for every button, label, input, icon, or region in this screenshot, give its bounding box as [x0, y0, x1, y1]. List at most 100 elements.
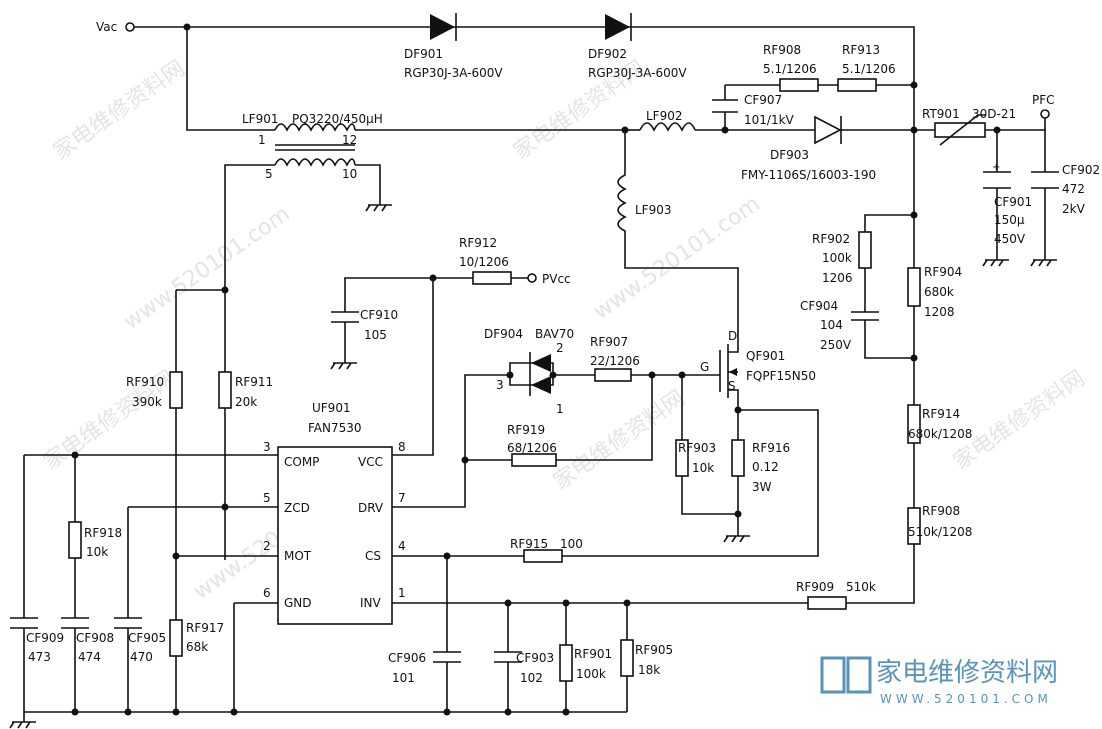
- capacitor-cf901: +: [983, 162, 1011, 189]
- value-rf914: 680k/1208: [908, 427, 972, 441]
- resistor-rf904: [907, 267, 921, 307]
- label-rf908-bottom: RF908: [922, 504, 960, 518]
- value-df901: RGP30J-3A-600V: [404, 66, 503, 80]
- junction-dot: [993, 126, 1001, 134]
- pin-num-mot: 2: [263, 539, 271, 553]
- pin-name-gnd: GND: [284, 596, 312, 610]
- pin-name-vcc: VCC: [358, 455, 383, 469]
- value-rf910: 390k: [132, 395, 162, 409]
- label-lf903: LF903: [635, 203, 672, 217]
- value-rf908-top: 5.1/1206: [763, 62, 817, 76]
- value-rf905: 18k: [638, 663, 660, 677]
- value-rf903: 10k: [692, 461, 714, 475]
- value2-rf902: 1206: [822, 271, 853, 285]
- label-cf906: CF906: [388, 651, 426, 665]
- value-df904: BAV70: [535, 327, 574, 341]
- value-lf901: PQ3220/450μH: [292, 112, 383, 126]
- value-rt901: 30D-21: [972, 107, 1016, 121]
- value-rf904: 680k: [924, 285, 954, 299]
- site-logo: 家电维修资料网 WWW.520101.COM: [820, 656, 1058, 706]
- value-df903: FMY-1106S/16003-190: [741, 168, 876, 182]
- resistor-rf912: [472, 271, 512, 285]
- logo-text-cn: 家电维修资料网: [876, 658, 1058, 688]
- label-df904: DF904: [484, 327, 523, 341]
- resistor-rf907: [594, 368, 632, 382]
- capacitor-cf903: [494, 603, 522, 712]
- inductor-lf902: [639, 122, 696, 132]
- value2-cf901: 450V: [994, 232, 1026, 246]
- pin-num-gnd: 6: [263, 586, 271, 600]
- value-uf901: FAN7530: [308, 421, 362, 435]
- label-cf903: CF903: [516, 651, 554, 665]
- value-qf901: FQPF15N50: [746, 369, 816, 383]
- resistor-rf913: [837, 78, 877, 92]
- pin-df904-1: 1: [556, 402, 564, 416]
- label-rf913: RF913: [842, 43, 880, 57]
- label-rf919: RF919: [507, 423, 545, 437]
- label-rf916: RF916: [752, 441, 790, 455]
- resistor-rf905: [620, 639, 634, 677]
- node-label-vac: Vac: [96, 20, 117, 34]
- top-wiring: [134, 26, 1046, 270]
- label-cf904: CF904: [800, 299, 838, 313]
- watermark-url: www.520101.com: [119, 201, 295, 334]
- value2-cf902: 2kV: [1062, 202, 1086, 216]
- resistor-rf902: [858, 231, 872, 269]
- value-cf902: 472: [1062, 182, 1085, 196]
- capacitor-cf902: [1031, 171, 1059, 189]
- thermistor-rt901: [934, 114, 986, 146]
- value-rf911: 20k: [235, 395, 257, 409]
- resistor-rf909: [807, 596, 847, 610]
- label-rf902: RF902: [812, 232, 850, 246]
- label-rf908-top: RF908: [763, 43, 801, 57]
- resistor-rf915: [523, 549, 563, 563]
- label-cf905: CF905: [128, 631, 166, 645]
- pin-num-cs: 4: [398, 539, 406, 553]
- label-rf915: RF915: [510, 537, 548, 551]
- diode-df902: [605, 13, 632, 41]
- value-rf901: 100k: [576, 667, 606, 681]
- label-rf914: RF914: [922, 407, 960, 421]
- value-rf902: 100k: [822, 251, 852, 265]
- value-cf906: 101: [392, 671, 415, 685]
- inductor-lf903: [617, 130, 739, 330]
- pin-name-comp: COMP: [284, 455, 319, 469]
- value-cf904: 104: [820, 318, 843, 332]
- svg-text:+: +: [992, 162, 1000, 173]
- label-df901: DF901: [404, 47, 443, 61]
- label-lf901: LF901: [242, 112, 279, 126]
- pin-name-inv: INV: [360, 596, 382, 610]
- pin-lf901-1: 1: [258, 133, 266, 147]
- ground-symbol: [982, 259, 1057, 267]
- pin-qf901-s: S: [728, 379, 736, 393]
- label-qf901: QF901: [746, 349, 785, 363]
- label-rf917: RF917: [186, 621, 224, 635]
- value-cf907: 101/1kV: [744, 113, 795, 127]
- label-rf903: RF903: [678, 441, 716, 455]
- wire-gnd: [233, 602, 278, 712]
- label-rf905: RF905: [635, 643, 673, 657]
- junction-dot: [910, 126, 918, 134]
- transformer-lf901: [224, 123, 392, 560]
- label-rf910: RF910: [126, 375, 164, 389]
- diode-df904: [509, 352, 554, 396]
- value2-cf904: 250V: [820, 338, 852, 352]
- label-rt901: RT901: [922, 107, 960, 121]
- junction-dot: [910, 81, 918, 89]
- label-df903: DF903: [770, 148, 809, 162]
- value-rf916: 0.12: [752, 460, 779, 474]
- pin-num-drv: 7: [398, 491, 406, 505]
- label-cf907: CF907: [744, 93, 782, 107]
- label-rf918: RF918: [84, 526, 122, 540]
- label-rf909: RF909: [796, 580, 834, 594]
- value-rf908-bottom: 510k/1208: [908, 525, 972, 539]
- value-cf910: 105: [364, 328, 387, 342]
- capacitor-cf907: [712, 99, 738, 113]
- pin-lf901-10: 10: [342, 167, 357, 181]
- value-rf909: 510k: [846, 580, 876, 594]
- pin-num-inv: 1: [398, 586, 406, 600]
- capacitor-cf908: [61, 617, 89, 712]
- logo-text-url: WWW.520101.COM: [880, 692, 1052, 706]
- label-df902: DF902: [588, 47, 627, 61]
